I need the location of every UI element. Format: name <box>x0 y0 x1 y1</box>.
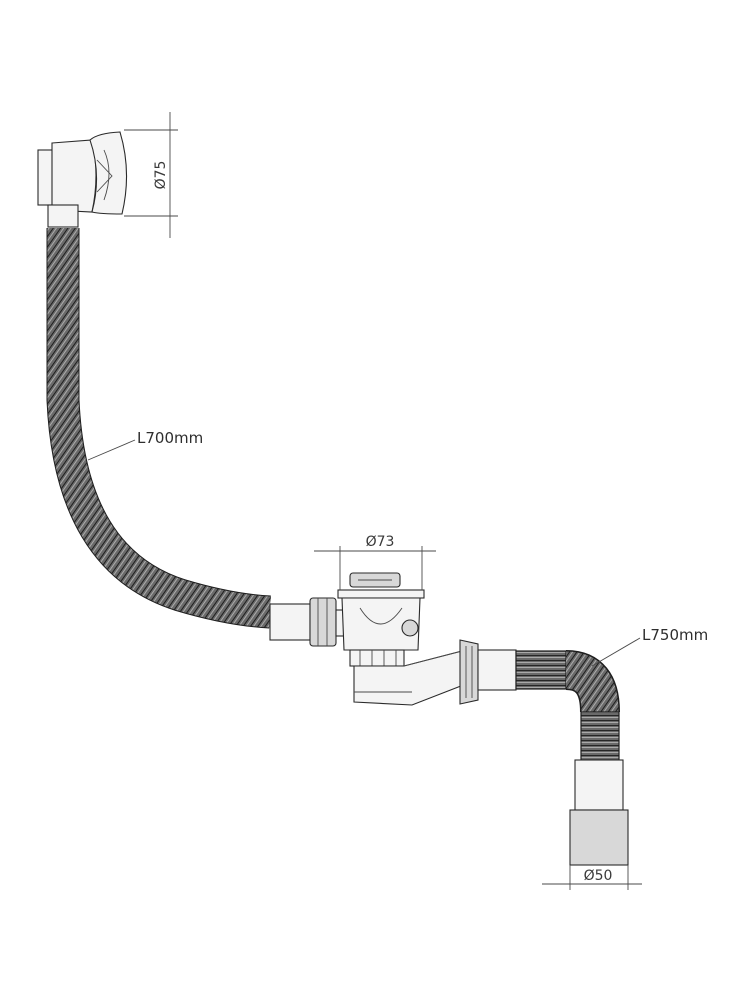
label-overflow-hose: L700mm <box>87 429 203 461</box>
overflow-cover <box>89 131 128 215</box>
hose-coupling <box>269 603 311 641</box>
outlet-spigot <box>574 759 624 811</box>
dimension-drain: Ø73 <box>314 534 436 590</box>
drain-side-knob <box>401 619 419 637</box>
overflow-cover-detail-2 <box>103 149 110 201</box>
outlet-adapter <box>569 809 629 866</box>
outlet-hose-bend <box>564 651 619 713</box>
outlet-hose-length: L750mm <box>642 626 708 644</box>
drain-assembly <box>269 572 517 706</box>
overflow-hose-outline <box>46 228 271 629</box>
overflow-hose-ribbed <box>47 228 271 628</box>
label-outlet-hose: L750mm <box>591 626 708 667</box>
overflow-head <box>37 131 128 228</box>
outlet-hose-vertical <box>580 711 620 761</box>
leader-l700 <box>87 439 136 461</box>
overflow-cover-detail <box>96 159 113 193</box>
outlet-hose <box>515 650 629 866</box>
dimension-overflow: Ø75 <box>124 112 178 238</box>
dim-drain-diameter: Ø73 <box>366 534 395 550</box>
trap-arm-line <box>403 649 467 667</box>
outlet-pipe <box>477 649 517 691</box>
outlet-collar <box>459 639 479 705</box>
leader-l750 <box>591 637 641 667</box>
dim-outlet-diameter: Ø50 <box>584 868 613 884</box>
dimension-outlet: Ø50 <box>542 865 642 890</box>
overflow-hose <box>46 228 271 629</box>
drain-body-curve <box>359 607 403 625</box>
outlet-hose-horizontal <box>515 650 567 690</box>
drain-flange <box>337 589 425 599</box>
overflow-hose-length: L700mm <box>137 429 203 447</box>
coupling-nut <box>309 597 337 647</box>
overflow-neck <box>47 204 79 228</box>
dim-overflow-diameter: Ø75 <box>153 161 169 190</box>
overflow-body <box>51 139 97 213</box>
